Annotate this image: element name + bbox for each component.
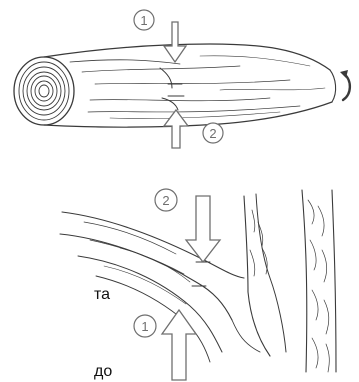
marker-1-bottom: 1 xyxy=(134,315,156,337)
text-fragment-2: до xyxy=(94,364,112,380)
svg-text:2: 2 xyxy=(162,193,169,208)
log-end-rings xyxy=(14,57,74,125)
marker-1-top: 1 xyxy=(134,10,154,30)
marker-2-top: 2 xyxy=(203,123,223,143)
svg-text:2: 2 xyxy=(209,126,216,141)
svg-text:1: 1 xyxy=(140,13,147,28)
text-fragment-1: та xyxy=(94,287,110,303)
log-top-view xyxy=(14,44,350,127)
marker-2-bottom: 2 xyxy=(155,189,177,211)
arrow-2-top xyxy=(164,110,188,148)
arrow-1-bottom xyxy=(162,310,196,380)
arrow-2-bottom xyxy=(186,196,220,262)
svg-text:1: 1 xyxy=(141,319,148,334)
separate-trunk xyxy=(302,190,336,372)
arrow-1-top xyxy=(164,22,186,62)
rotation-arrow xyxy=(343,74,350,100)
